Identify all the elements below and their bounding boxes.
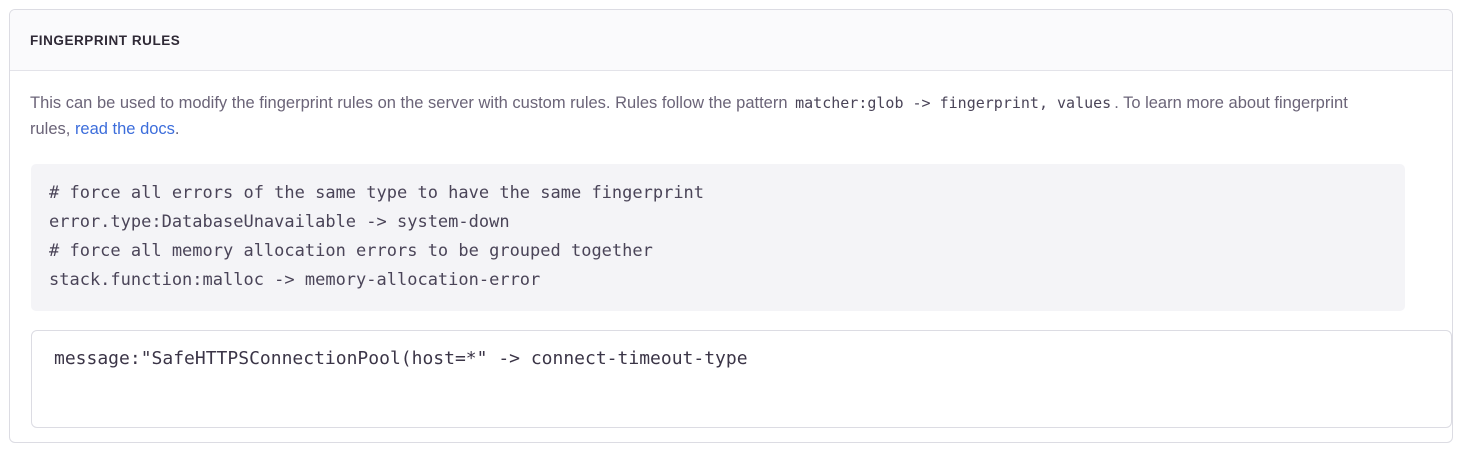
fingerprint-rules-panel: FINGERPRINT RULES This can be used to mo… xyxy=(9,9,1453,443)
inline-code-pattern: matcher:glob -> fingerprint, values xyxy=(795,94,1112,112)
description-text-after-code: . To learn more about fingerprint rules, xyxy=(30,94,1348,138)
panel-body: This can be used to modify the fingerpri… xyxy=(10,71,1452,428)
example-rules-code-block: # force all errors of the same type to h… xyxy=(31,164,1405,311)
description-trailing-period: . xyxy=(174,120,180,138)
page-title: FINGERPRINT RULES xyxy=(30,32,181,48)
read-the-docs-link[interactable]: read the docs xyxy=(74,120,175,138)
fingerprint-rules-input[interactable] xyxy=(31,330,1452,428)
panel-description: This can be used to modify the fingerpri… xyxy=(30,90,1392,142)
description-text-before-code: This can be used to modify the fingerpri… xyxy=(30,94,793,112)
panel-header: FINGERPRINT RULES xyxy=(10,10,1452,71)
